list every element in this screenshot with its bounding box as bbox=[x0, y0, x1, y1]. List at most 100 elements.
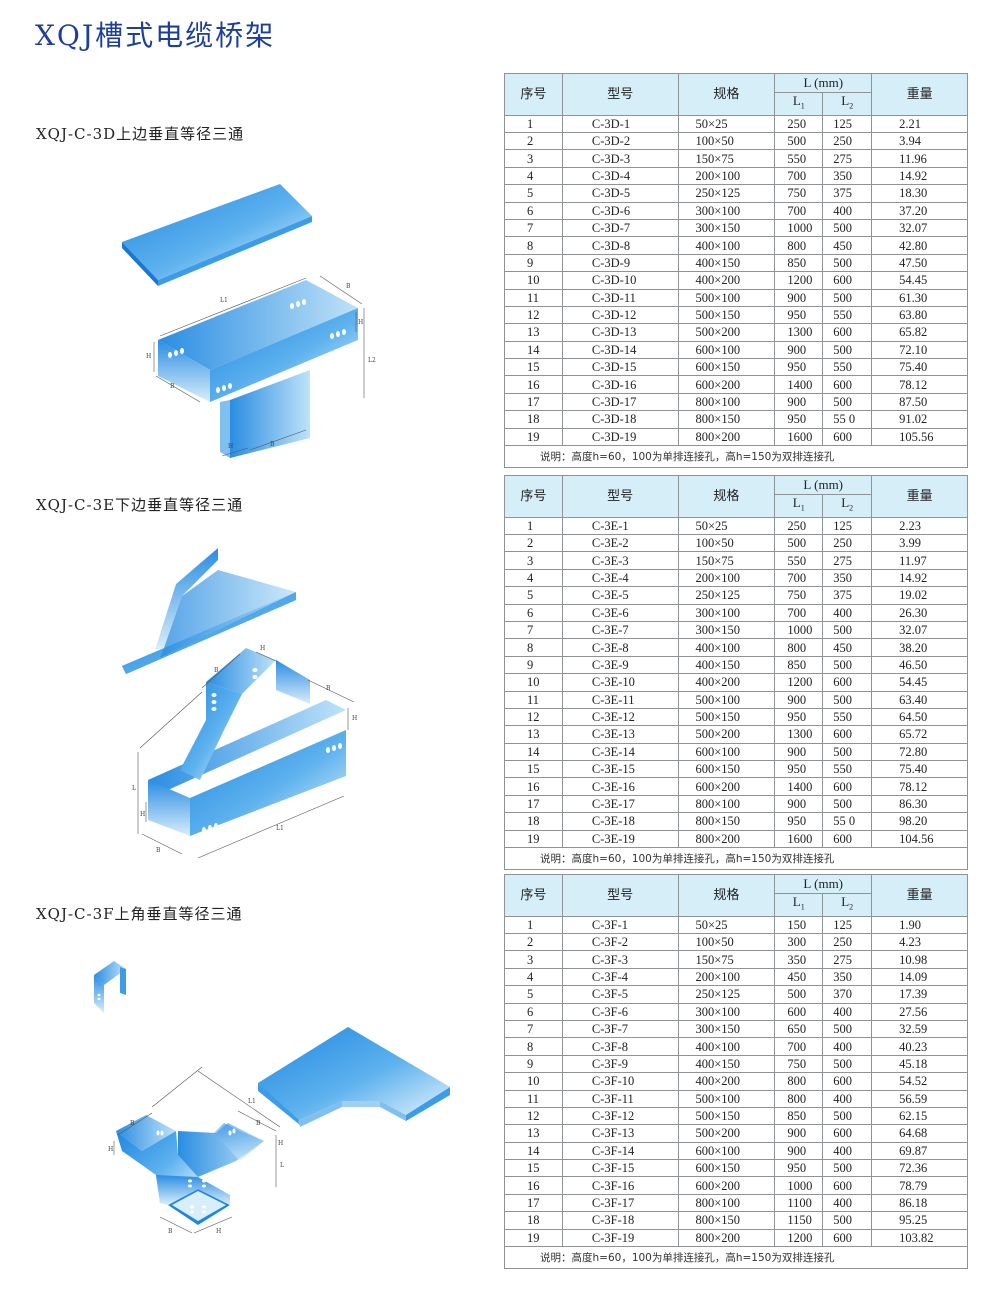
cell-weight: 72.36 bbox=[871, 1159, 968, 1178]
cell-l2: 500 bbox=[822, 1019, 873, 1039]
cell-spec: 50×25 bbox=[677, 114, 776, 133]
cell-l2: 600 bbox=[822, 673, 873, 692]
cell-spec: 50×25 bbox=[677, 915, 776, 934]
cell-model: C-3E-11 bbox=[561, 690, 679, 709]
cell-l1: 600 bbox=[774, 1002, 824, 1021]
svg-text:L: L bbox=[280, 1162, 284, 1169]
cell-seq: 1 bbox=[504, 516, 563, 535]
cell-spec: 600×200 bbox=[677, 375, 776, 394]
header-length-group: L (mm) bbox=[774, 73, 873, 93]
svg-text:L2: L2 bbox=[368, 357, 376, 364]
cell-spec: 300×100 bbox=[677, 1002, 776, 1021]
cell-model: C-3F-13 bbox=[561, 1124, 679, 1143]
cell-seq: 5 bbox=[504, 184, 563, 203]
cell-seq: 3 bbox=[504, 551, 563, 570]
cell-seq: 12 bbox=[504, 707, 563, 727]
cell-model: C-3D-6 bbox=[561, 201, 679, 220]
cell-spec: 600×100 bbox=[677, 1141, 776, 1161]
svg-text:H: H bbox=[140, 811, 145, 818]
cell-l2: 500 bbox=[822, 392, 873, 412]
cell-weight: 46.50 bbox=[871, 655, 968, 675]
cell-model: C-3E-10 bbox=[561, 673, 679, 692]
cell-weight: 61.30 bbox=[871, 288, 968, 307]
cell-l1: 500 bbox=[774, 985, 824, 1004]
cell-l2: 500 bbox=[822, 340, 873, 360]
cell-spec: 600×150 bbox=[677, 1159, 776, 1178]
cell-l2: 250 bbox=[822, 131, 873, 151]
cell-model: C-3E-6 bbox=[561, 603, 679, 622]
cell-l1: 500 bbox=[774, 533, 824, 553]
cell-model: C-3E-18 bbox=[561, 812, 679, 831]
cell-model: C-3F-4 bbox=[561, 967, 679, 987]
cell-model: C-3F-14 bbox=[561, 1141, 679, 1161]
cell-weight: 1.90 bbox=[871, 915, 968, 934]
table-note-row: 说明：高度h=60，100为单排连接孔，高h=150为双排连接孔 bbox=[504, 847, 968, 871]
cell-seq: 19 bbox=[504, 427, 563, 447]
cell-model: C-3E-8 bbox=[561, 638, 679, 657]
cell-l1: 800 bbox=[774, 236, 824, 255]
table-note-row: 说明：高度h=60，100为单排连接孔，高h=150为双排连接孔 bbox=[504, 445, 968, 469]
cell-seq: 11 bbox=[504, 288, 563, 307]
cell-spec: 600×150 bbox=[677, 760, 776, 779]
cell-l1: 950 bbox=[774, 812, 824, 831]
cell-weight: 72.80 bbox=[871, 742, 968, 762]
cell-l2: 600 bbox=[822, 1228, 873, 1248]
cell-model: C-3F-16 bbox=[561, 1176, 679, 1195]
cell-l2: 450 bbox=[822, 638, 873, 657]
cell-seq: 9 bbox=[504, 253, 563, 273]
cell-seq: 2 bbox=[504, 533, 563, 553]
cell-weight: 47.50 bbox=[871, 253, 968, 273]
cell-l2: 550 bbox=[822, 305, 873, 325]
cell-l1: 1150 bbox=[774, 1211, 824, 1230]
cell-weight: 63.80 bbox=[871, 305, 968, 325]
cell-l1: 950 bbox=[774, 707, 824, 727]
cell-weight: 78.12 bbox=[871, 375, 968, 394]
cell-weight: 64.68 bbox=[871, 1124, 968, 1143]
cell-spec: 150×75 bbox=[677, 950, 776, 969]
cell-weight: 104.56 bbox=[871, 829, 968, 849]
cell-spec: 200×100 bbox=[677, 568, 776, 588]
cell-l1: 950 bbox=[774, 1159, 824, 1178]
svg-text:L1: L1 bbox=[276, 825, 284, 832]
cell-spec: 600×100 bbox=[677, 340, 776, 360]
cell-spec: 400×200 bbox=[677, 673, 776, 692]
cell-weight: 63.40 bbox=[871, 690, 968, 709]
svg-text:B: B bbox=[156, 847, 161, 854]
cell-model: C-3D-8 bbox=[561, 236, 679, 255]
cell-l2: 600 bbox=[822, 271, 873, 290]
cell-spec: 800×100 bbox=[677, 1193, 776, 1213]
cell-model: C-3F-11 bbox=[561, 1089, 679, 1108]
cell-l2: 500 bbox=[822, 288, 873, 307]
cell-l1: 900 bbox=[774, 742, 824, 762]
cell-weight: 105.56 bbox=[871, 427, 968, 447]
cell-model: C-3F-7 bbox=[561, 1019, 679, 1039]
cell-l1: 950 bbox=[774, 358, 824, 377]
svg-text:L1: L1 bbox=[220, 297, 228, 304]
cell-l1: 900 bbox=[774, 1141, 824, 1161]
cell-l1: 150 bbox=[774, 915, 824, 934]
cell-model: C-3E-14 bbox=[561, 742, 679, 762]
cell-seq: 13 bbox=[504, 323, 563, 342]
cell-seq: 19 bbox=[504, 829, 563, 849]
cell-seq: 14 bbox=[504, 742, 563, 762]
